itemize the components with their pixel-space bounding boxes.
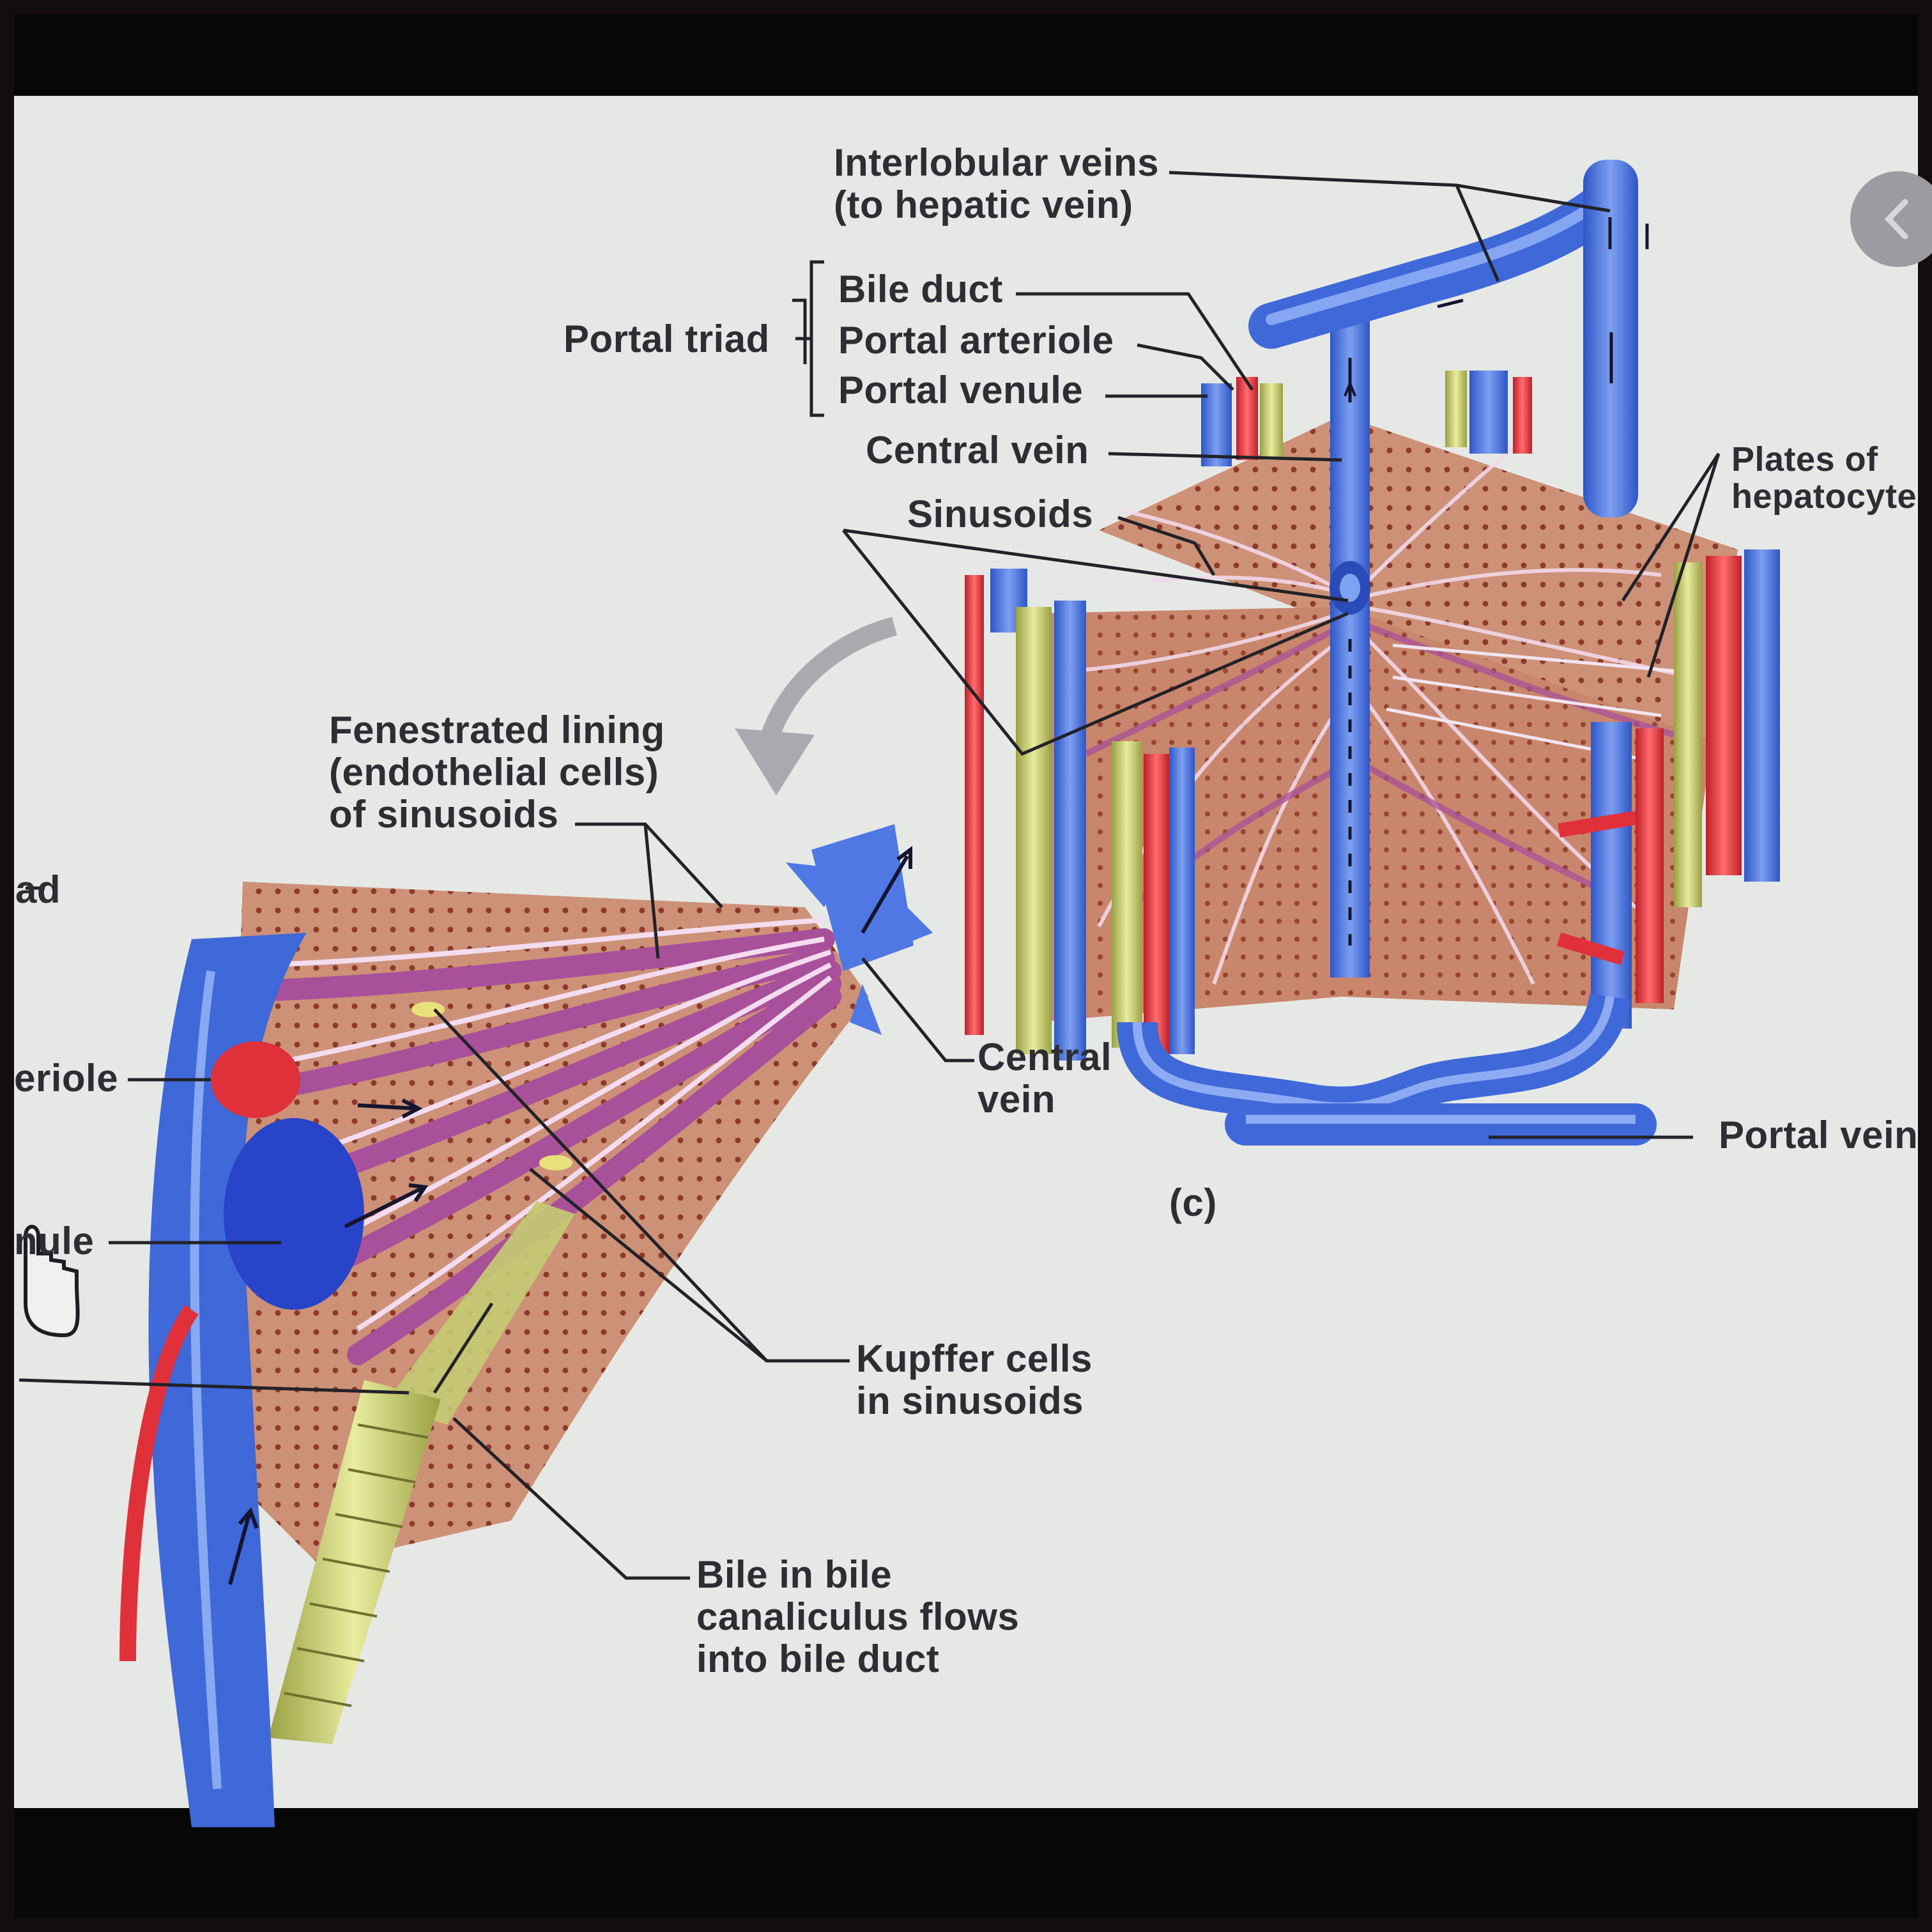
label-bile-flow: Bile in bile canaliculus flows into bile… bbox=[696, 1554, 1019, 1680]
kupffer-cell bbox=[539, 1155, 572, 1170]
label-central-vein: Central vein bbox=[866, 429, 1089, 471]
label-bile-duct: Bile duct bbox=[838, 268, 1003, 310]
portal-triad-bracket bbox=[795, 262, 824, 415]
portal-venule-opening bbox=[224, 1118, 364, 1310]
label-portal-triad: Portal triad bbox=[564, 318, 770, 360]
zoom-arrow-head bbox=[735, 728, 815, 795]
label-portal-vein: Portal vein bbox=[1719, 1114, 1918, 1156]
label-fenestrated-lining: Fenestrated lining (endothelial cells) o… bbox=[329, 709, 665, 836]
label-portal-arteriole: Portal arteriole bbox=[838, 319, 1114, 362]
portal-vein bbox=[1137, 997, 1636, 1124]
zoom-arrow bbox=[767, 626, 894, 747]
portal-triad-front bbox=[1112, 741, 1195, 1054]
label-sinusoids: Sinusoids bbox=[907, 493, 1093, 535]
label-cut-ad: ad bbox=[15, 869, 61, 911]
label-cut-nule: nule bbox=[14, 1220, 94, 1262]
label-cut-eriole: eriole bbox=[14, 1057, 118, 1100]
label-portal-venule: Portal venule bbox=[838, 369, 1083, 411]
label-panel-c: (c) bbox=[1169, 1182, 1217, 1224]
portal-arteriole-enlarged bbox=[211, 1041, 300, 1118]
chevron-left-icon bbox=[1874, 195, 1922, 243]
central-vein-top bbox=[1330, 307, 1370, 977]
portal-triad-top-left bbox=[1201, 377, 1283, 466]
label-central-vein-enlarged: Central vein bbox=[977, 1036, 1112, 1121]
label-kupffer-cells: Kupffer cells in sinusoids bbox=[856, 1338, 1092, 1422]
portal-triad-left bbox=[965, 569, 1086, 1061]
portal-triad-top-right bbox=[1445, 371, 1532, 454]
label-interlobular-veins: Interlobular veins (to hepatic vein) bbox=[834, 142, 1159, 226]
label-plates-of-hepatocytes: Plates of hepatocyte bbox=[1731, 441, 1917, 515]
